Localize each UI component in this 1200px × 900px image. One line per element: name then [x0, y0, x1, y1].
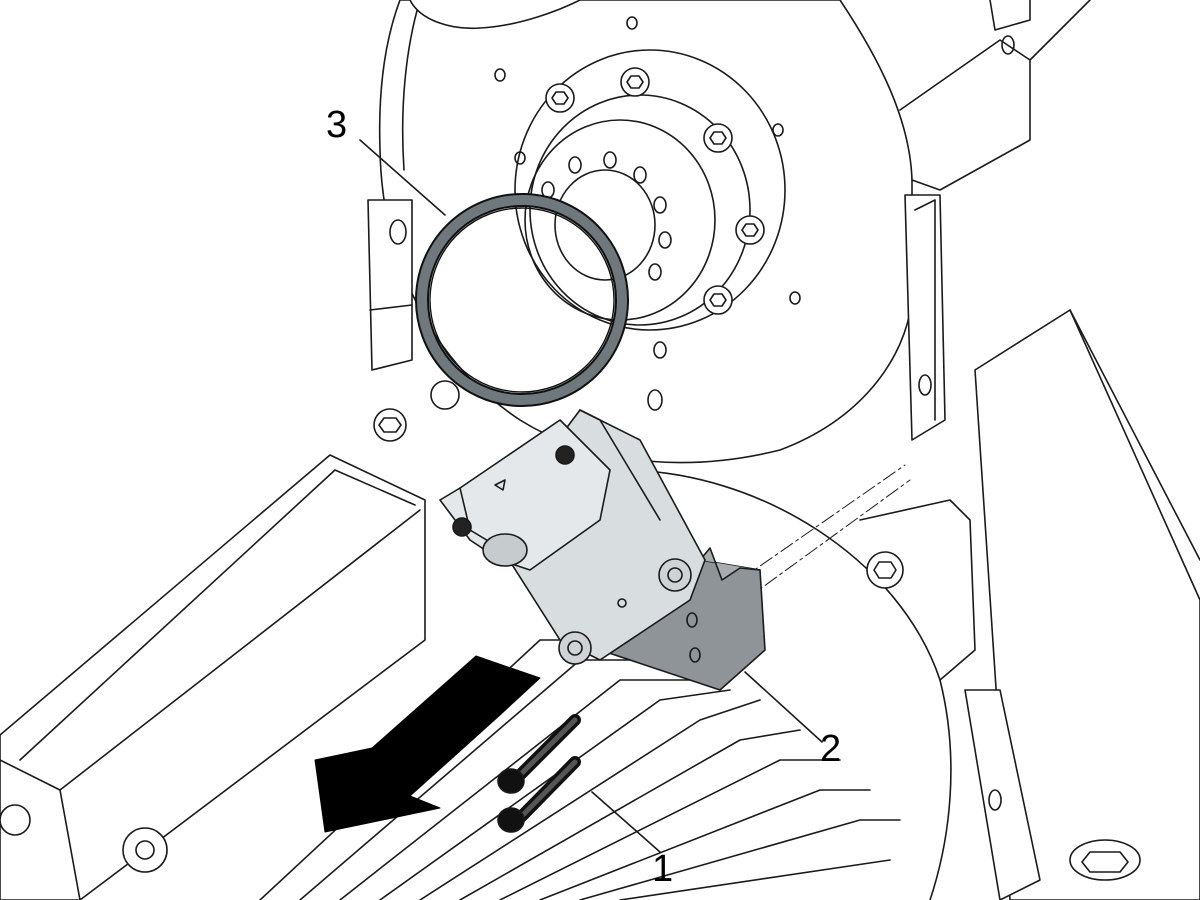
sealing-ring — [415, 193, 629, 407]
cap-screws — [497, 714, 581, 833]
motor-body — [0, 309, 1200, 900]
hub-bolts — [545, 67, 765, 315]
leader-line-2 — [744, 671, 823, 743]
leader-line-1 — [591, 791, 661, 853]
removal-direction-arrow — [314, 655, 541, 833]
callout-1: 1 — [652, 848, 674, 890]
flange-holes — [494, 16, 801, 411]
leader-line-3 — [359, 139, 446, 216]
assembly-axis — [739, 464, 911, 601]
callout-3: 3 — [326, 104, 348, 146]
callout-2: 2 — [820, 728, 842, 770]
mounting-bracket — [439, 409, 766, 691]
flange-housing — [367, 0, 1091, 464]
